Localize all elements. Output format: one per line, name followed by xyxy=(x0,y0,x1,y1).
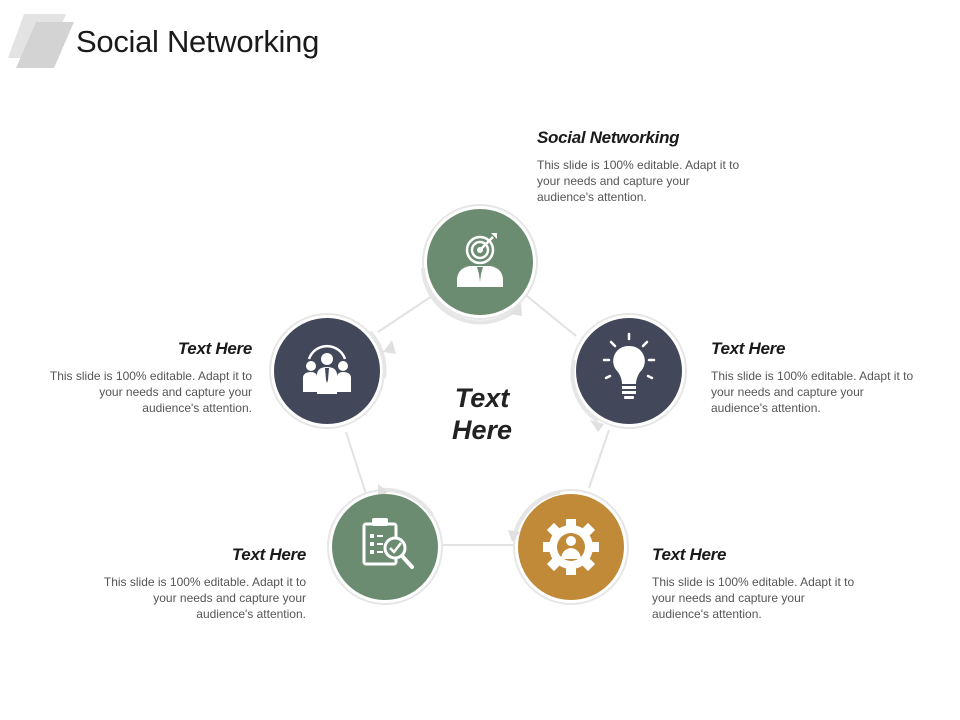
block-body: This slide is 100% editable. Adapt it to… xyxy=(711,369,914,415)
arrow-head xyxy=(510,303,522,316)
block-heading: Text Here xyxy=(231,545,306,564)
target-person-icon xyxy=(457,233,503,287)
block-body: This slide is 100% editable. Adapt it to… xyxy=(652,575,855,621)
arrow-head xyxy=(508,530,520,542)
block-body: This slide is 100% editable. Adapt it to… xyxy=(103,575,306,621)
center-label: Text Here xyxy=(432,382,532,446)
text-block-bottom-right: Text Here This slide is 100% editable. A… xyxy=(652,545,856,622)
block-heading: Text Here xyxy=(652,545,727,564)
block-body: This slide is 100% editable. Adapt it to… xyxy=(49,369,252,415)
clipboard-search-icon xyxy=(362,518,414,569)
team-icon xyxy=(303,344,351,394)
slide-title: Social Networking xyxy=(76,24,320,59)
center-label-line-1: Text xyxy=(454,383,510,413)
block-heading: Text Here xyxy=(177,339,252,358)
slide-logo xyxy=(8,14,74,68)
center-label-line-2: Here xyxy=(451,415,513,445)
connector-top-right xyxy=(521,291,577,337)
arrow-head xyxy=(590,420,604,432)
lightbulb-icon xyxy=(602,332,656,399)
text-block-bottom-left: Text Here This slide is 100% editable. A… xyxy=(102,545,306,622)
block-heading: Social Networking xyxy=(537,128,680,147)
connector-left-top xyxy=(377,295,433,333)
connector-bottomleft-left xyxy=(345,431,367,495)
text-block-left: Text Here This slide is 100% editable. A… xyxy=(48,339,252,416)
gear-person-icon xyxy=(543,519,599,575)
block-heading: Text Here xyxy=(711,339,786,358)
block-body: This slide is 100% editable. Adapt it to… xyxy=(537,158,740,204)
connectors xyxy=(345,291,610,546)
text-block-top: Social Networking This slide is 100% edi… xyxy=(537,128,741,205)
connector-right-bottomright xyxy=(588,429,610,489)
text-block-right: Text Here This slide is 100% editable. A… xyxy=(711,339,915,416)
arrow-head xyxy=(383,340,396,354)
